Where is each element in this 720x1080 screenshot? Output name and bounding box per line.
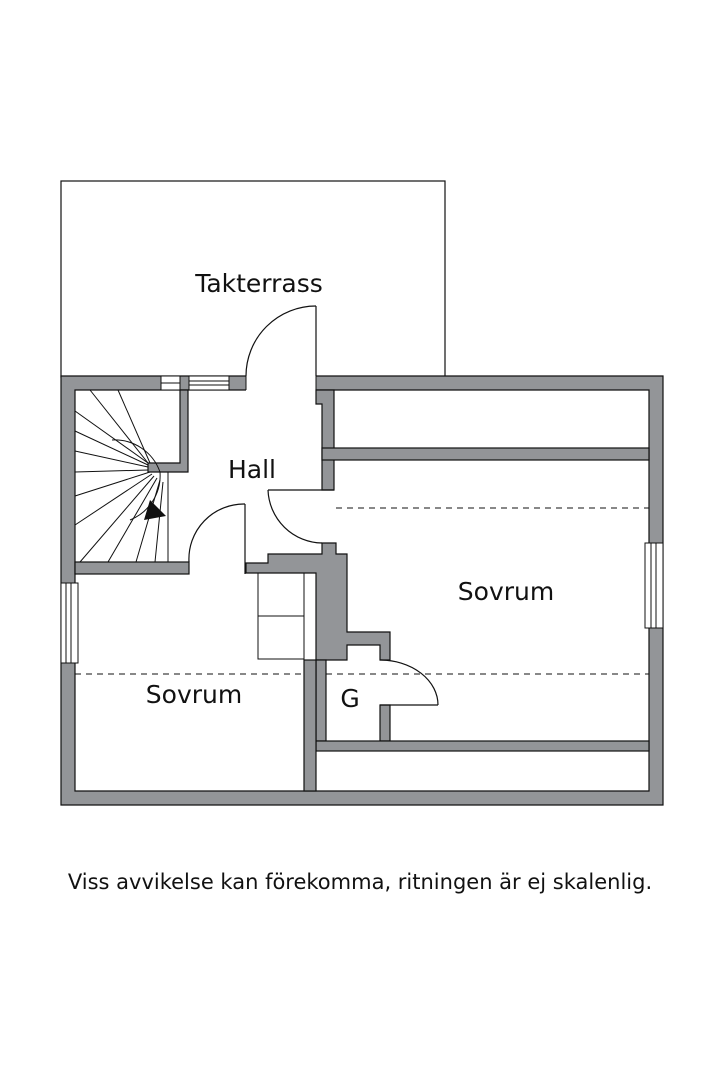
label-terrace: Takterrass — [194, 269, 323, 298]
interior-walls — [74, 389, 650, 792]
storage-shelves — [257, 572, 305, 660]
label-closet: G — [340, 684, 359, 713]
door-left-bedroom — [188, 503, 246, 574]
terrace-door-opening — [246, 375, 316, 391]
label-bedroom-right: Sovrum — [458, 577, 554, 606]
label-hall: Hall — [228, 455, 276, 484]
window-right — [644, 542, 664, 629]
window-left — [60, 582, 79, 664]
staircase — [74, 389, 169, 563]
floor-plan: Takterrass Hall Sovrum Sovrum G — [60, 180, 664, 806]
disclaimer-text: Viss avvikelse kan förekomma, ritningen … — [67, 870, 653, 894]
stair-direction-arrow — [144, 500, 166, 520]
terrace-door — [245, 305, 317, 377]
door-closet — [379, 659, 439, 706]
window-top-hall — [188, 375, 230, 391]
ceiling-slope-lines — [75, 507, 649, 675]
door-right-bedroom — [267, 489, 334, 544]
label-bedroom-left: Sovrum — [146, 680, 242, 709]
